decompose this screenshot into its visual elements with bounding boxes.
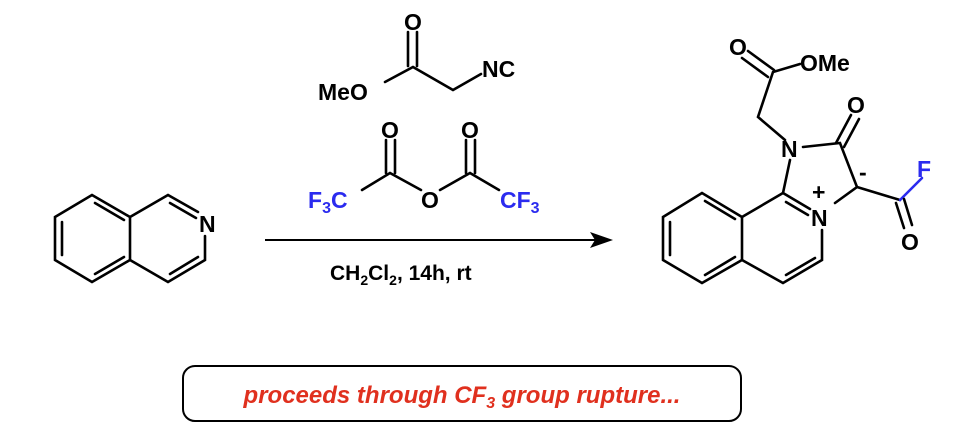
reagent1-meo-label: MeO [318, 79, 368, 105]
product-ester-o-label: O [729, 34, 747, 60]
reagent2-o1-label: O [381, 117, 399, 143]
annotation-text: proceeds through CF3 group rupture... [243, 382, 681, 412]
cf3-label: CF3 [500, 187, 540, 217]
f3c-label: F3C [308, 187, 348, 217]
product-ome-label: OMe [800, 50, 850, 76]
product-structure: O OMe N O - N + F O [661, 34, 931, 285]
product-f-label: F [917, 156, 931, 182]
product-n-plus-label: N [811, 205, 828, 231]
product-minus-charge: - [859, 159, 867, 185]
reaction-conditions: CH2Cl2, 14h, rt [330, 262, 472, 288]
reagent2-o2-label: O [461, 117, 479, 143]
reagent1-nc-label: NC [482, 56, 515, 82]
product-n1-label: N [781, 136, 798, 162]
trifluoroacetic-anhydride-structure: O O O F3C CF3 [308, 117, 540, 217]
product-acyl-o-label: O [901, 229, 919, 255]
product-plus-charge: + [812, 179, 825, 205]
reagent1-o-label: O [404, 9, 422, 35]
isoquinoline-n-label: N [199, 211, 216, 237]
reaction-arrow [265, 232, 613, 248]
methyl-isocyanoacetate-structure: O MeO NC [318, 9, 515, 105]
product-keto-o-label: O [847, 92, 865, 118]
annotation-box: proceeds through CF3 group rupture... [182, 365, 742, 422]
isoquinoline-structure: N [53, 193, 216, 284]
reagent2-bridge-o-label: O [421, 187, 439, 213]
